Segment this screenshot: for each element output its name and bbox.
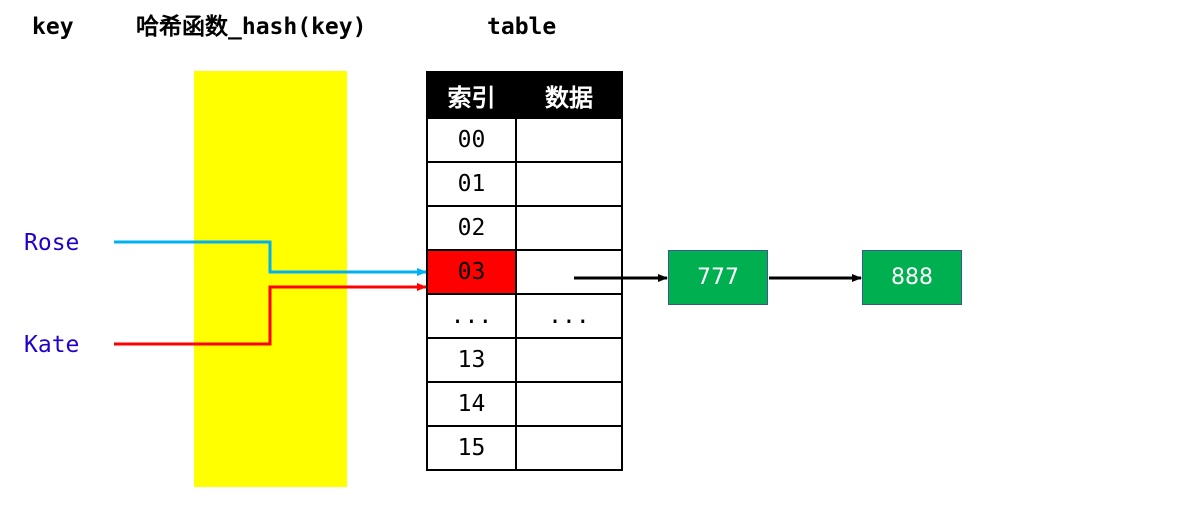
hash-function-header: 哈希函数_hash(key) bbox=[136, 14, 367, 40]
data-cell bbox=[514, 337, 624, 383]
data-cell bbox=[514, 117, 624, 163]
table-header-row: 索引 数据 bbox=[426, 71, 624, 119]
table-row: 15 bbox=[426, 425, 624, 471]
column-header-index: 索引 bbox=[426, 71, 517, 119]
chain-node-888: 888 bbox=[862, 250, 962, 305]
index-cell: 02 bbox=[426, 205, 517, 251]
index-cell-highlighted: 03 bbox=[426, 249, 517, 295]
index-cell: 01 bbox=[426, 161, 517, 207]
data-cell bbox=[514, 425, 624, 471]
data-cell bbox=[514, 381, 624, 427]
data-cell: ... bbox=[514, 293, 624, 339]
index-cell: 14 bbox=[426, 381, 517, 427]
table-row: 14 bbox=[426, 381, 624, 427]
key-column-header: key bbox=[32, 14, 74, 40]
index-cell: 00 bbox=[426, 117, 517, 163]
table-row: 02 bbox=[426, 205, 624, 251]
index-cell: 13 bbox=[426, 337, 517, 383]
table-row: 00 bbox=[426, 117, 624, 163]
chain-node-777: 777 bbox=[668, 250, 768, 305]
index-cell: ... bbox=[426, 293, 517, 339]
table-row-collision: 03 bbox=[426, 249, 624, 295]
data-cell bbox=[514, 249, 624, 295]
hash-table: 索引 数据 00 01 02 03 ... ... 13 14 bbox=[426, 71, 624, 471]
data-cell bbox=[514, 205, 624, 251]
column-header-data: 数据 bbox=[514, 71, 624, 119]
table-row: 13 bbox=[426, 337, 624, 383]
data-cell bbox=[514, 161, 624, 207]
index-cell: 15 bbox=[426, 425, 517, 471]
hash-function-box bbox=[194, 71, 347, 487]
key-rose-label: Rose bbox=[24, 230, 80, 256]
table-row: 01 bbox=[426, 161, 624, 207]
table-row: ... ... bbox=[426, 293, 624, 339]
table-header: table bbox=[487, 14, 557, 40]
key-kate-label: Kate bbox=[24, 332, 80, 358]
